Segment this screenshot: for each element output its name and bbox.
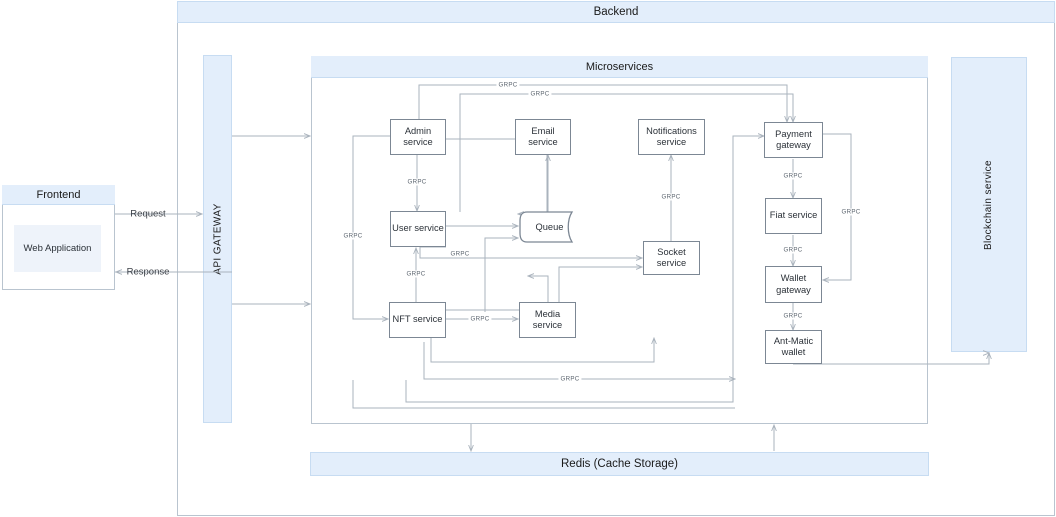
node-user-service[interactable]: User service — [390, 211, 446, 247]
edge-label-grpc-user-nft: GRPC — [404, 270, 428, 278]
node-notifications-service[interactable]: Notifications service — [638, 119, 705, 155]
edge-label-grpc-fiat-wallet: GRPC — [781, 246, 805, 254]
node-queue[interactable]: Queue — [519, 211, 580, 243]
node-media-service-label: Media service — [532, 308, 563, 330]
redis-label: Redis (Cache Storage) — [561, 458, 678, 470]
node-wallet-gateway-label: Wallet gateway — [776, 273, 811, 295]
node-admin-service[interactable]: Admin service — [390, 119, 446, 155]
node-admin-service-label: Admin service — [403, 125, 433, 147]
node-email-service[interactable]: Email service — [515, 119, 571, 155]
web-application-node[interactable]: Web Application — [14, 225, 101, 272]
node-user-service-label: User service — [392, 223, 444, 234]
edge-label-grpc-user-queue: GRPC — [448, 250, 472, 258]
backend-header: Backend — [177, 1, 1055, 23]
edge-label-grpc-payment-wallet: GRPC — [839, 208, 863, 216]
blockchain-service-band[interactable]: Blockchain service — [951, 57, 1027, 352]
redis-band[interactable]: Redis (Cache Storage) — [310, 452, 929, 476]
frontend-title: Frontend — [2, 185, 115, 205]
node-wallet-gateway[interactable]: Wallet gateway — [765, 266, 822, 303]
node-queue-label: Queue — [535, 222, 564, 232]
node-fiat-service[interactable]: Fiat service — [765, 198, 822, 234]
node-antmatic-wallet[interactable]: Ant-Matic wallet — [765, 330, 822, 364]
node-payment-gateway-label: Payment gateway — [775, 128, 812, 150]
edge-label-grpc-admin-payment: GRPC — [496, 81, 520, 89]
node-antmatic-wallet-label: Ant-Matic wallet — [773, 335, 814, 357]
microservices-title: Microservices — [311, 56, 928, 78]
edge-label-grpc-admin-user: GRPC — [405, 178, 429, 186]
node-nft-service-label: NFT service — [392, 314, 443, 325]
edge-label-grpc-nft-media: GRPC — [468, 315, 492, 323]
node-fiat-service-label: Fiat service — [769, 210, 818, 221]
edge-label-grpc-payment-fiat: GRPC — [781, 172, 805, 180]
edge-label-response: Response — [126, 266, 170, 278]
node-socket-service[interactable]: Socket service — [643, 241, 700, 275]
queue-shape-icon — [519, 211, 574, 243]
node-payment-gateway[interactable]: Payment gateway — [764, 122, 823, 158]
edge-label-request: Request — [130, 208, 166, 220]
node-socket-service-label: Socket service — [656, 246, 687, 268]
edge-label-grpc-bottom: GRPC — [558, 375, 582, 383]
edge-label-grpc-user-payment: GRPC — [528, 90, 552, 98]
api-gateway-label: API GATEWAY — [212, 203, 223, 275]
api-gateway-band[interactable]: API GATEWAY — [203, 55, 232, 423]
node-nft-service[interactable]: NFT service — [389, 302, 446, 338]
node-media-service[interactable]: Media service — [519, 302, 576, 338]
edge-label-grpc-wallet-antmatic: GRPC — [781, 312, 805, 320]
node-email-service-label: Email service — [528, 125, 558, 147]
node-notifications-service-label: Notifications service — [646, 125, 697, 147]
edge-label-grpc-admin-nft: GRPC — [341, 232, 365, 240]
backend-title: Backend — [593, 6, 639, 18]
edge-label-grpc-socket-notifications: GRPC — [659, 193, 683, 201]
